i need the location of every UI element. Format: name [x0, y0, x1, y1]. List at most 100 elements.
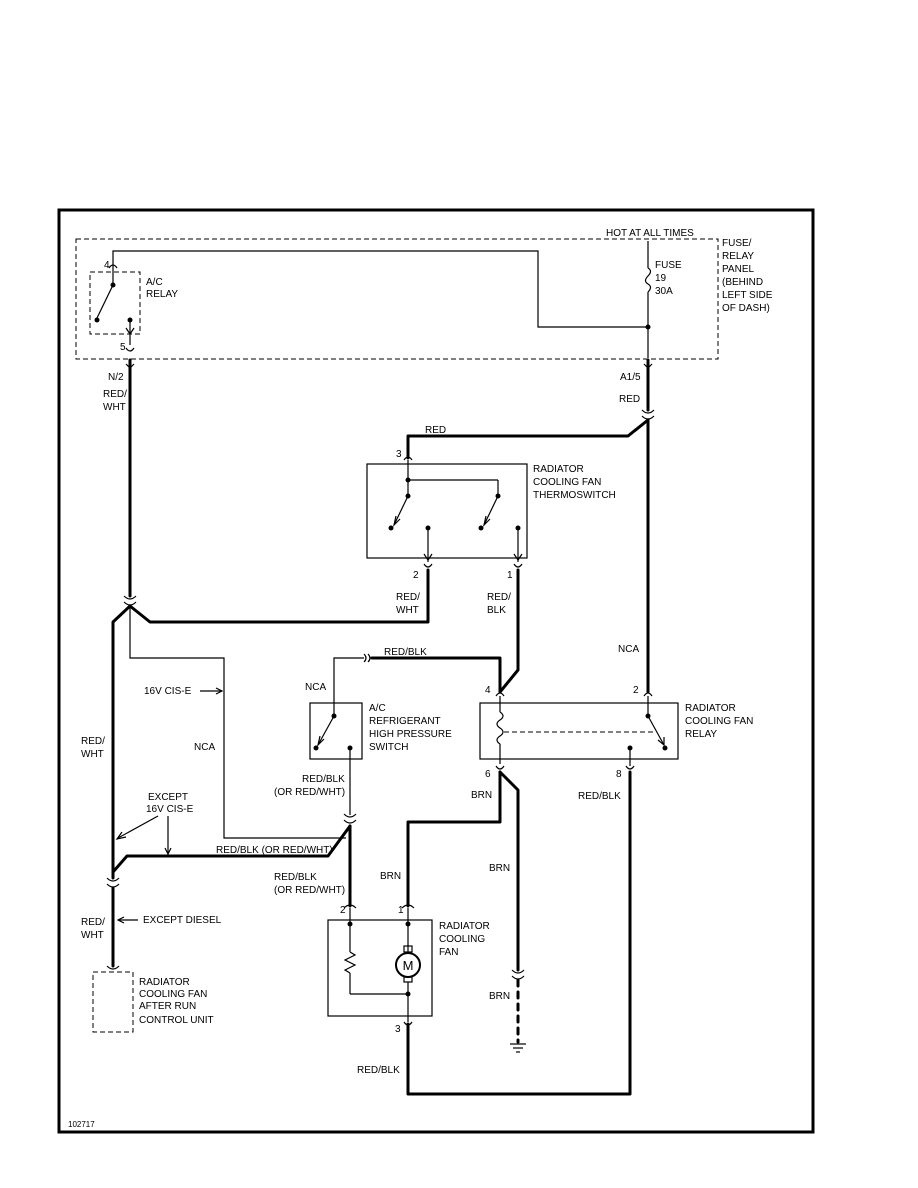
- fuse-panel-label-1: FUSE/: [722, 238, 752, 249]
- after-run-control-unit-box: [92, 971, 134, 1033]
- wire-label-red-blk-or-2b: (OR RED/WHT): [274, 885, 345, 896]
- pressure-switch-label-4: SWITCH: [369, 742, 408, 753]
- fan-relay-pin-6: 6: [485, 769, 491, 780]
- wire-label-brn-1: BRN: [471, 790, 492, 801]
- after-run-label-2: COOLING FAN: [139, 989, 207, 1000]
- motor-icon: [395, 952, 421, 978]
- after-run-label-3: AFTER RUN: [139, 1001, 196, 1012]
- wire-label-nca-mid: NCA: [194, 742, 215, 753]
- wire-red-thermo: [406, 418, 650, 460]
- label-16v-cis-e: 16V CIS-E: [144, 686, 192, 697]
- wire-red-wht-thermo: [128, 568, 430, 624]
- fan-relay-pin-2: 2: [633, 685, 639, 696]
- fan-label-1: RADIATOR: [439, 921, 490, 932]
- label-except-diesel: EXCEPT DIESEL: [143, 915, 222, 926]
- pressure-switch-label-3: HIGH PRESSURE: [369, 729, 452, 740]
- thermoswitch-label-1: RADIATOR: [533, 464, 584, 475]
- fan-internals: [343, 908, 413, 1026]
- wire-label-red-wht-bottom-b: WHT: [81, 930, 104, 941]
- fuse-panel-label-4: (BEHIND: [722, 277, 763, 288]
- ac-relay-pin-4: 4: [104, 260, 110, 271]
- wire-red-blk-fan-3: [406, 770, 632, 1096]
- fuse-label-2: 19: [655, 273, 667, 284]
- fan-relay-label-2: COOLING FAN: [685, 716, 753, 727]
- wire-ac-relay-feed: [112, 250, 648, 328]
- wire-label-red-wht-left-a: RED/: [81, 736, 105, 747]
- wire-label-red-blk-or-1b: (OR RED/WHT): [274, 787, 345, 798]
- connector-a15: A1/5: [620, 372, 641, 383]
- motor-label: M: [403, 958, 414, 973]
- pressure-switch-contacts: [313, 700, 353, 815]
- wire-label-red-wht-bottom-a: RED/: [81, 917, 105, 928]
- wire-label-brn-4: BRN: [489, 991, 510, 1002]
- thermoswitch-label-3: THERMOSWITCH: [533, 490, 616, 501]
- wire-label-red-wht-1b: WHT: [103, 402, 126, 413]
- thermoswitch-pin-3: 3: [396, 449, 402, 460]
- ac-relay-label-2: RELAY: [146, 289, 178, 300]
- label-except-cis-2: 16V CIS-E: [146, 804, 194, 815]
- wire-label-red-blk-bottom: RED/BLK: [357, 1065, 400, 1076]
- wire-label-red-blk-1b: BLK: [487, 605, 506, 616]
- wire-label-red-wht-left-b: WHT: [81, 749, 104, 760]
- fan-label-2: COOLING: [439, 934, 485, 945]
- fan-pin-1: 1: [398, 905, 404, 916]
- fuse-label-1: FUSE: [655, 260, 682, 271]
- pressure-switch-label-2: REFRIGERANT: [369, 716, 441, 727]
- label-except-cis-1: EXCEPT: [148, 792, 188, 803]
- wire-brn-ground: [498, 770, 520, 972]
- fan-relay-pin-4: 4: [485, 685, 491, 696]
- wire-brn-fan-1: [406, 770, 502, 908]
- fan-relay-internals: [495, 692, 668, 770]
- fuse-19: [644, 241, 652, 358]
- fuse-panel-label-5: LEFT SIDE: [722, 290, 773, 301]
- fan-pin-2: 2: [340, 905, 346, 916]
- ac-relay-pin-5: 5: [120, 342, 126, 353]
- after-run-label-4: CONTROL UNIT: [139, 1015, 214, 1026]
- wire-label-brn-3: BRN: [489, 863, 510, 874]
- thermoswitch-label-2: COOLING FAN: [533, 477, 601, 488]
- wire-label-red-a15: RED: [619, 394, 640, 405]
- wire-label-red-top: RED: [425, 425, 446, 436]
- wire-label-red-blk-or-2a: RED/BLK: [274, 872, 317, 883]
- wire-label-red-blk-or-h: RED/BLK (OR RED/WHT): [216, 845, 333, 856]
- pressure-switch-box: [309, 702, 363, 760]
- wire-red-blk-relay: [498, 568, 520, 694]
- thermoswitch-pin-2: 2: [413, 570, 419, 581]
- connector-n2: N/2: [108, 372, 124, 383]
- ac-relay: [89, 262, 141, 352]
- fan-relay-box: [479, 702, 679, 760]
- wire-label-red-blk-top: RED/BLK: [384, 647, 427, 658]
- wire-label-red-blk-right: RED/BLK: [578, 791, 621, 802]
- fan-box: [327, 919, 433, 1017]
- thermoswitch-pin-1: 1: [507, 570, 513, 581]
- fuse-relay-panel-outline: [75, 238, 719, 360]
- ground-icon: [510, 1043, 526, 1053]
- fan-pin-3: 3: [395, 1024, 401, 1035]
- after-run-label-1: RADIATOR: [139, 977, 190, 988]
- diagram-frame: [57, 208, 815, 1134]
- fuse-panel-label-2: RELAY: [722, 251, 754, 262]
- fan-relay-label-3: RELAY: [685, 729, 717, 740]
- fan-relay-label-1: RADIATOR: [685, 703, 736, 714]
- pressure-switch-label-1: A/C: [369, 703, 386, 714]
- fuse-panel-label-3: PANEL: [722, 264, 754, 275]
- wire-red-blk-horizontal: [111, 824, 352, 874]
- wire-label-red-blk-1a: RED/: [487, 592, 511, 603]
- wire-label-red-wht-2b: WHT: [396, 605, 419, 616]
- hot-at-all-times-label: HOT AT ALL TIMES: [606, 228, 694, 239]
- diagram-id: 102717: [68, 1120, 95, 1129]
- wire-label-nca-ps: NCA: [305, 682, 326, 693]
- wire-label-red-wht-2a: RED/: [396, 592, 420, 603]
- wire-label-brn-2: BRN: [380, 871, 401, 882]
- wire-nca-pressure-switch: [333, 657, 364, 700]
- fuse-label-3: 30A: [655, 286, 673, 297]
- fuse-panel-label-6: OF DASH): [722, 303, 770, 314]
- wire-red-wht-left: [111, 604, 132, 880]
- wire-label-red-blk-or-1a: RED/BLK: [302, 774, 345, 785]
- fan-relay-pin-8: 8: [616, 769, 622, 780]
- wire-label-nca-right: NCA: [618, 644, 639, 655]
- ac-relay-label-1: A/C: [146, 277, 163, 288]
- fan-label-3: FAN: [439, 947, 458, 958]
- wire-nca-cis-e: [129, 606, 346, 839]
